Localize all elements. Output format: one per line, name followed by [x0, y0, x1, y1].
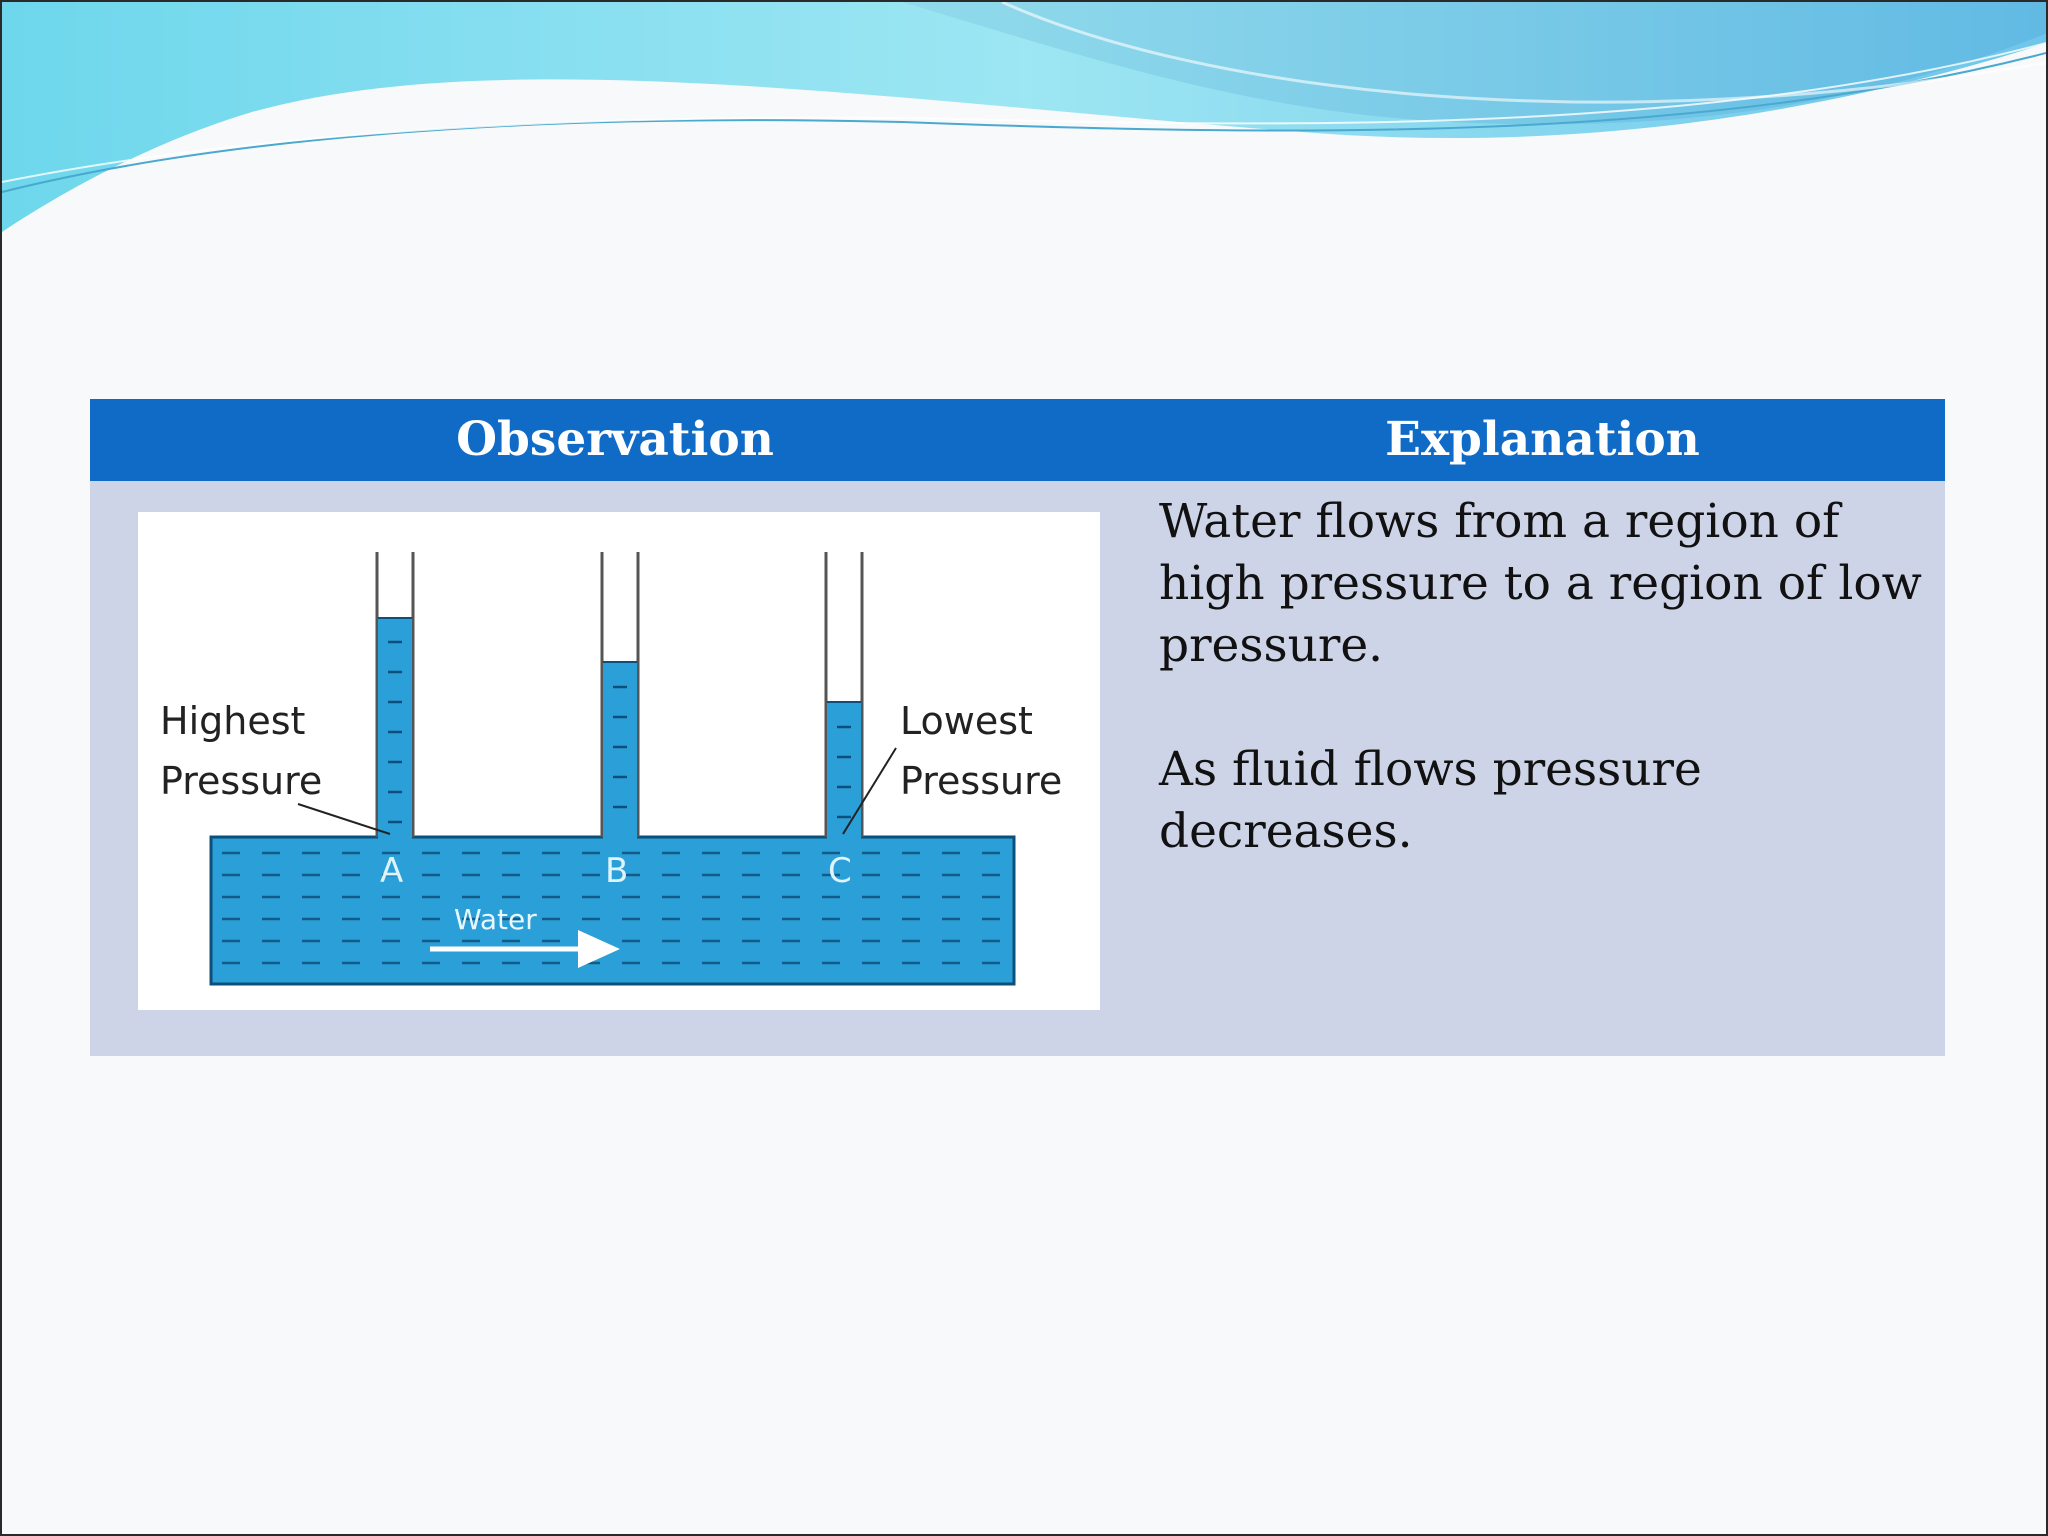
label-lowest: Lowest	[900, 699, 1033, 743]
label-highest-pressure: Pressure	[160, 759, 322, 803]
flow-arrow-icon	[430, 930, 620, 968]
table-header-row: Observation Explanation	[90, 399, 1945, 481]
observation-explanation-table: Observation Explanation	[90, 399, 1945, 1056]
header-observation: Observation	[456, 412, 774, 467]
tube-c-water	[827, 702, 861, 839]
tube-a-water	[378, 618, 412, 839]
pressure-diagram: Highest Pressure Lowest Pressure A B C W…	[138, 512, 1100, 1010]
lowest-pointer	[842, 747, 897, 835]
tube-a-label: A	[380, 851, 403, 891]
highest-pointer	[297, 803, 391, 835]
label-lowest-pressure: Pressure	[900, 759, 1062, 803]
tube-c-label: C	[828, 851, 852, 891]
wave-banner	[2, 2, 2046, 232]
explanation-line-1: Water flows from a region of high pressu…	[1159, 494, 1922, 673]
tube-b-label: B	[605, 851, 628, 891]
header-explanation: Explanation	[1385, 412, 1700, 467]
explanation-line-2: As fluid flows pressure decreases.	[1159, 742, 1702, 859]
flow-label: Water	[454, 903, 537, 936]
pressure-diagram-svg: Highest Pressure Lowest Pressure A B C W…	[160, 552, 1062, 986]
tube-b-water	[603, 662, 637, 839]
label-highest: Highest	[160, 699, 305, 743]
explanation-text: Water flows from a region of high pressu…	[1159, 491, 1929, 863]
